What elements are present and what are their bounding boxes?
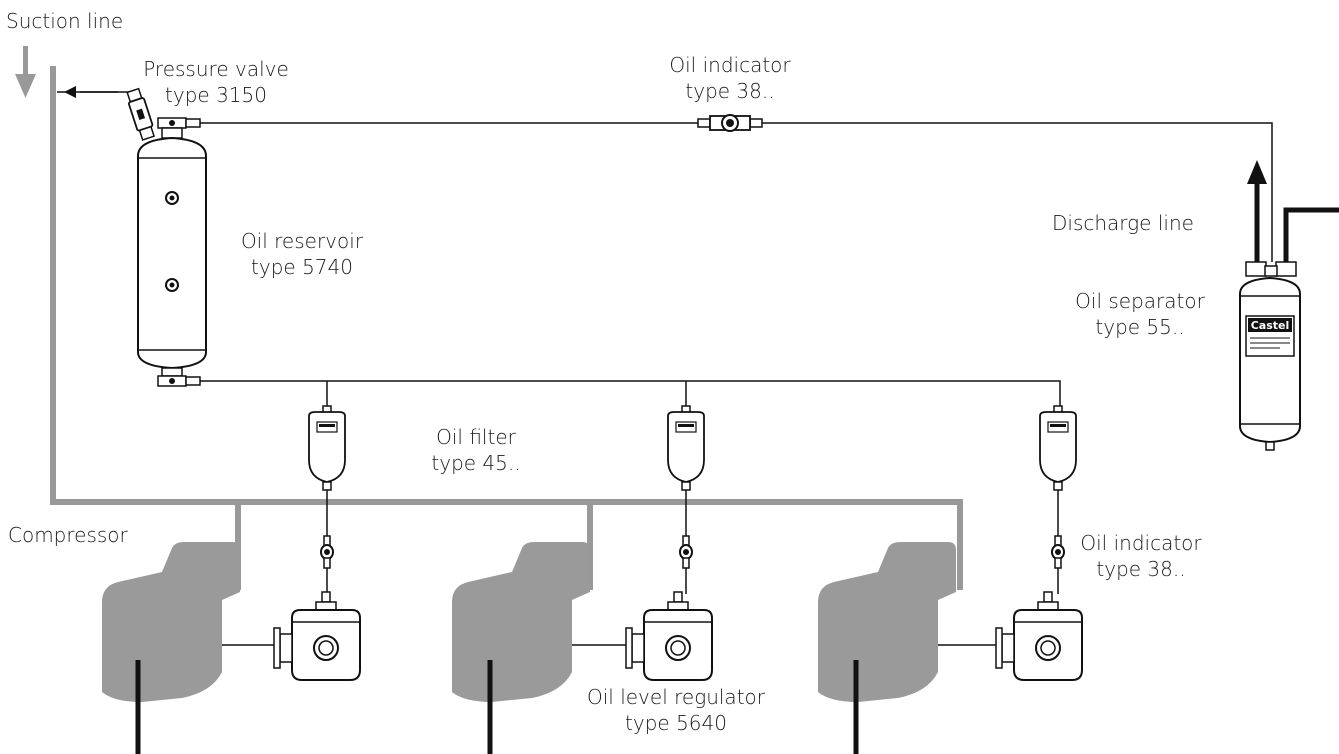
compressor-1	[102, 542, 240, 702]
oil-reservoir-label-line1: Oil reservoir	[240, 229, 364, 253]
oil-indicator-top-label-line1: Oil indicator	[669, 53, 791, 77]
pressure-valve-return-line	[57, 86, 130, 98]
oil-separator-label: Oil separator type 55..	[1052, 288, 1228, 340]
pressure-valve-label-line2: type 3150	[165, 83, 267, 107]
discharge-inlet-pipe	[1283, 207, 1339, 262]
oil-level-regulator-1	[273, 591, 361, 681]
separator-brand-text: Castel	[1251, 319, 1290, 332]
oil-indicator-right-label-line2: type 38..	[1096, 557, 1186, 581]
oil-indicator-1	[320, 535, 334, 569]
oil-indicator-top	[697, 114, 763, 132]
oil-indicator-2	[679, 535, 693, 569]
oil-filter-label-line1: Oil filter	[436, 425, 516, 449]
compressor-2	[452, 542, 590, 702]
oil-reservoir	[137, 136, 207, 370]
oil-supply-line	[200, 380, 1061, 406]
oil-filter-label-line2: type 45..	[431, 451, 521, 475]
pressure-valve-label: Pressure valve type 3150	[118, 56, 314, 108]
oil-filter-label: Oil filter type 45..	[412, 424, 540, 476]
oil-separator-label-line1: Oil separator	[1075, 289, 1205, 313]
oil-level-regulator-label-line2: type 5640	[625, 711, 727, 735]
suction-line-label: Suction line	[6, 9, 124, 33]
oil-reservoir-label: Oil reservoir type 5740	[222, 228, 382, 280]
oil-indicator-top-label-line2: type 38..	[685, 79, 775, 103]
suction-arrow	[15, 46, 36, 98]
oil-indicator-top-label: Oil indicator type 38..	[640, 52, 820, 104]
oil-filter-1	[308, 405, 346, 491]
oil-level-regulator-label-line1: Oil level regulator	[586, 685, 765, 709]
oil-reservoir-label-line2: type 5740	[251, 255, 353, 279]
oil-indicator-right-label: Oil indicator type 38..	[1064, 530, 1218, 582]
discharge-arrow	[1247, 160, 1267, 262]
pressure-valve-label-line1: Pressure valve	[143, 57, 289, 81]
compressor-discharge-pipes	[135, 660, 859, 754]
oil-level-regulator-label: Oil level regulator type 5640	[556, 684, 796, 736]
pressure-equalizing-line	[200, 122, 1273, 262]
oil-level-regulator-2	[625, 591, 713, 681]
oil-separator-label-line2: type 55..	[1095, 315, 1185, 339]
reservoir-top-fitting	[157, 117, 201, 139]
oil-separator: Castel	[1239, 261, 1301, 451]
compressor-label: Compressor	[8, 523, 128, 547]
oil-indicator-3	[1051, 535, 1065, 569]
compressor-3	[818, 542, 956, 702]
reservoir-bottom-fitting	[157, 367, 201, 387]
pressure-valve	[126, 87, 156, 141]
oil-indicator-right-label-line1: Oil indicator	[1080, 531, 1202, 555]
oil-filter-3	[1039, 405, 1077, 491]
oil-level-regulator-3	[995, 591, 1083, 681]
discharge-line-label: Discharge line	[1052, 211, 1194, 235]
oil-filter-2	[667, 405, 705, 491]
